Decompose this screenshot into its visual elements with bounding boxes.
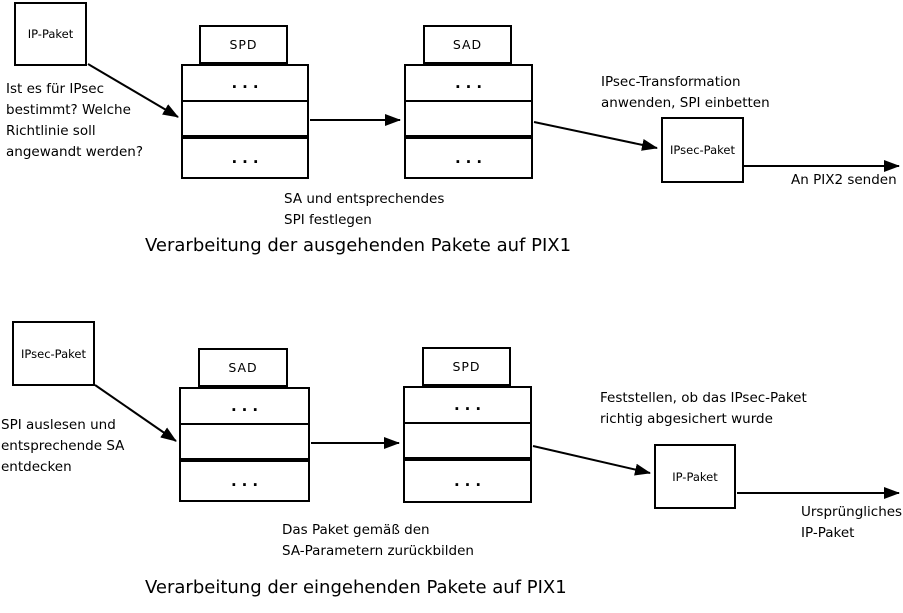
ipsec-paket-label: IPsec-Paket [21,346,86,361]
note-line: SPI auslesen und [1,417,116,433]
sad-header-outgoing: SAD [423,25,512,64]
rebuild-note: Das Paket gemäß den SA-Parametern zurück… [282,520,474,562]
table-row: ... [405,461,530,501]
ipsec-paket-box-outgoing: IPsec-Paket [661,117,744,183]
arrow-ip-paket-to-spd [87,63,179,118]
row-dots: ... [231,74,264,92]
table-row-selected [181,425,308,462]
table-row: ... [406,66,531,102]
note-line: SA und entsprechendes [284,191,445,207]
table-row: ... [183,66,307,102]
ip-paket-box-outgoing: IP-Paket [14,2,87,66]
note-line: entdecken [1,459,72,475]
note-line: An PIX2 senden [791,172,897,188]
row-dots: ... [453,396,487,414]
arrow-spd-to-ip-paket [532,445,651,476]
note-line: anwenden, SPI einbetten [601,95,770,111]
note-line: richtig abgesichert wurde [600,411,773,427]
sad-label: SAD [452,37,483,52]
row-dots: ... [454,74,488,92]
outgoing-title: Verarbeitung der ausgehenden Pakete auf … [145,235,572,256]
spd-table-outgoing: ... ... [181,64,309,179]
note-line: Ist es für IPsec [6,81,105,97]
note-line: IPsec-Transformation [601,74,741,90]
sad-header-incoming: SAD [198,348,288,387]
verify-note: Feststellen, ob das IPsec-Paket richtig … [600,388,807,430]
table-row: ... [183,139,307,177]
arrow-sad-to-ipsec-paket [533,121,658,151]
sad-table-outgoing: ... ... [404,64,533,179]
policy-question-note: Ist es für IPsec bestimmt? Welche Richtl… [6,79,143,163]
note-line: bestimmt? Welche [6,102,131,118]
table-row: ... [181,462,308,500]
note-line: Richtlinie soll [6,123,96,139]
table-row-selected [406,102,531,139]
original-ip-note: Ursprüngliches IP-Paket [801,502,902,544]
incoming-title: Verarbeitung der eingehenden Pakete auf … [145,577,567,598]
spd-header-incoming: SPD [422,347,511,386]
row-dots: ... [453,472,487,490]
sad-table-incoming: ... ... [179,387,310,502]
note-line: IP-Paket [801,525,855,541]
row-dots: ... [230,472,264,490]
sa-select-note: SA und entsprechendes SPI festlegen [284,189,444,231]
table-row-selected [405,424,530,461]
arrow-ipsec-paket-to-sad [94,384,177,442]
table-row: ... [181,389,308,425]
send-to-pix2-note: An PIX2 senden [791,170,897,191]
ip-paket-box-incoming: IP-Paket [654,444,736,509]
note-line: Das Paket gemäß den [282,522,430,538]
spd-header-outgoing: SPD [199,25,288,64]
table-row: ... [405,388,530,424]
spd-label: SPD [452,359,481,374]
table-row-selected [183,102,307,139]
spd-table-incoming: ... ... [403,386,532,503]
row-dots: ... [231,149,264,167]
spi-lookup-note: SPI auslesen und entsprechende SA entdec… [1,415,124,478]
note-line: entsprechende SA [1,438,125,454]
note-line: Feststellen, ob das IPsec-Paket [600,390,807,406]
sad-label: SAD [228,360,258,375]
transform-note: IPsec-Transformation anwenden, SPI einbe… [601,72,770,114]
note-line: SA-Parametern zurückbilden [282,543,474,559]
row-dots: ... [230,397,264,415]
ip-paket-label: IP-Paket [672,469,718,484]
note-line: SPI festlegen [284,212,372,228]
row-dots: ... [454,149,488,167]
ipsec-paket-label: IPsec-Paket [670,143,735,157]
ip-paket-label: IP-Paket [27,27,74,41]
note-line: Ursprüngliches [801,504,903,520]
note-line: angewandt werden? [6,144,143,160]
table-row: ... [406,139,531,177]
ipsec-paket-box-incoming: IPsec-Paket [12,321,95,386]
spd-label: SPD [229,37,258,52]
